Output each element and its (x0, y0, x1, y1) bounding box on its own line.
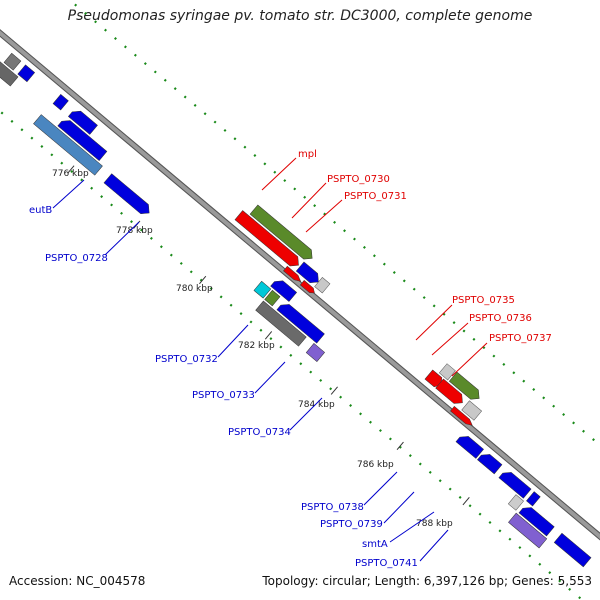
map-title: Pseudomonas syringae pv. tomato str. DC3… (67, 8, 533, 24)
gene-pspto-0738[interactable] (477, 451, 503, 475)
gene-label-pspto-0730[interactable]: PSPTO_0730 (327, 174, 390, 185)
topology-text: Topology: circular; Length: 6,397,126 bp… (262, 574, 592, 588)
forward-strand (234, 204, 483, 426)
gene-label-smta[interactable]: smtA (362, 539, 388, 550)
gene-pspto-0741[interactable] (508, 512, 548, 549)
gene-pspto-0737[interactable] (435, 378, 467, 407)
gene-pspto-0730[interactable] (234, 210, 302, 270)
gene-pspto-0732[interactable] (264, 289, 281, 307)
tick-label: 776 kbp (52, 169, 89, 179)
tick-label: 780 kbp (176, 284, 213, 294)
tick-label: 782 kbp (238, 341, 275, 351)
gene-label-pspto-0728[interactable]: PSPTO_0728 (45, 253, 108, 264)
gene-label-pspto-0732[interactable]: PSPTO_0732 (155, 354, 218, 365)
gene-label-pspto-0738[interactable]: PSPTO_0738 (301, 502, 364, 513)
tick-label: 784 kbp (298, 400, 335, 410)
gene-pspto-0731[interactable] (295, 261, 322, 287)
gene-pspto-0733[interactable] (255, 300, 307, 347)
gene-label-pspto-0734[interactable]: PSPTO_0734 (228, 427, 291, 438)
gene-label-group: mpl PSPTO_0730 PSPTO_0731 PSPTO_0735 PSP… (29, 149, 552, 569)
gene-label-pspto-0737[interactable]: PSPTO_0737 (489, 333, 552, 344)
gene-smta[interactable] (507, 494, 524, 511)
gene-pspto-0728[interactable] (103, 173, 153, 218)
leader-lines (52, 157, 488, 562)
gene-pspto-0734[interactable] (305, 343, 325, 362)
tick-label: 786 kbp (357, 460, 394, 470)
tick-labels: 776 kbp 778 kbp 780 kbp 782 kbp 784 kbp … (52, 169, 453, 529)
gene-label-pspto-0736[interactable]: PSPTO_0736 (469, 313, 532, 324)
tick-marks (67, 165, 470, 506)
tick-label: 778 kbp (116, 226, 153, 236)
reverse-strand (0, 52, 592, 568)
gene-label-eutb[interactable]: eutB (29, 205, 52, 216)
gene-pspto-0736[interactable] (448, 371, 483, 403)
gene-label-mpl[interactable]: mpl (298, 149, 317, 160)
gene-label-pspto-0733[interactable]: PSPTO_0733 (192, 390, 255, 401)
gene-label-pspto-0735[interactable]: PSPTO_0735 (452, 295, 515, 306)
gene-mpl[interactable] (249, 204, 316, 263)
gene-label-pspto-0731[interactable]: PSPTO_0731 (344, 191, 407, 202)
gene-label-pspto-0741[interactable]: PSPTO_0741 (355, 558, 418, 569)
gc-content-ring-outer (44, 0, 600, 508)
gene-label-pspto-0739[interactable]: PSPTO_0739 (320, 519, 383, 530)
gene-pspto-0735[interactable] (438, 363, 456, 381)
gene-pspto-0739[interactable] (498, 469, 532, 499)
gene-eutb[interactable] (33, 114, 103, 176)
accession-text: Accession: NC_004578 (9, 574, 146, 588)
tick-label: 788 kbp (416, 519, 453, 529)
